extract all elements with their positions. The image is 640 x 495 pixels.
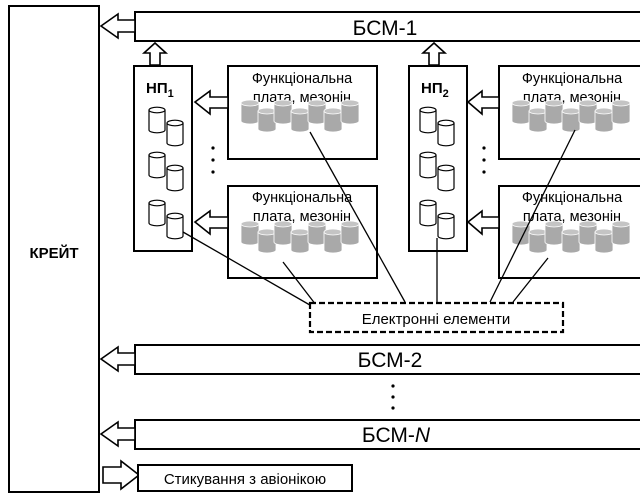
chip-icon bbox=[323, 228, 343, 254]
np1-chips bbox=[148, 106, 184, 240]
chip-icon bbox=[561, 107, 581, 133]
np2-chips bbox=[419, 106, 455, 240]
chip-icon bbox=[544, 99, 564, 125]
electronic-elements-box bbox=[308, 301, 565, 334]
chip-icon bbox=[273, 99, 293, 125]
functional-board-np2-top: Функціональна плата, мезонін bbox=[498, 65, 640, 160]
np1-board-dots bbox=[211, 146, 215, 174]
chip-icon bbox=[528, 228, 548, 254]
svg-text:плата, мезонін: плата, мезонін bbox=[253, 209, 351, 225]
chip-icon bbox=[323, 107, 343, 133]
chip-icon bbox=[544, 220, 564, 246]
bsm1-box bbox=[134, 11, 640, 42]
board-arrow-np1-top bbox=[193, 89, 229, 116]
board-arrow-np2-top bbox=[466, 89, 500, 116]
bsm1-label: БСМ-1 bbox=[353, 17, 418, 40]
bsmN-box bbox=[134, 419, 640, 450]
chip-icon bbox=[290, 228, 310, 254]
bsm2-arrow bbox=[99, 345, 136, 373]
chip-icon bbox=[340, 99, 360, 125]
chip-icon bbox=[240, 99, 260, 125]
svg-text:Функціональна: Функціональна bbox=[252, 190, 353, 206]
functional-board-np2-bottom: Функціональна плата, мезонін bbox=[498, 185, 640, 279]
crate-box bbox=[8, 5, 100, 493]
chip-icon bbox=[511, 99, 531, 125]
electronic-elements-label: Електронні елементи bbox=[362, 311, 511, 328]
chip-icon bbox=[307, 220, 327, 246]
chip-icon bbox=[340, 220, 360, 246]
functional-board-np1-top: Функціональна плата, мезонін bbox=[227, 65, 378, 160]
np1-label: НП1 bbox=[146, 80, 174, 100]
np2-up-arrow bbox=[420, 41, 448, 66]
chip-icon bbox=[511, 220, 531, 246]
chip-icon bbox=[257, 107, 277, 133]
svg-text:плата, мезонін: плата, мезонін bbox=[253, 90, 351, 106]
chip-icon bbox=[594, 107, 614, 133]
np2-board-dots bbox=[482, 146, 486, 174]
crate-label: КРЕЙТ bbox=[29, 244, 78, 262]
bsm-dots bbox=[391, 384, 395, 410]
bsm1-arrow bbox=[99, 12, 136, 40]
bsm2-label: БСМ-2 bbox=[358, 349, 423, 372]
np2-label: НП2 bbox=[421, 80, 449, 100]
np1-up-arrow bbox=[141, 41, 169, 66]
svg-text:плата, мезонін: плата, мезонін bbox=[523, 209, 621, 225]
chip-icon bbox=[273, 220, 293, 246]
chip-icon bbox=[594, 228, 614, 254]
chip-icon bbox=[578, 99, 598, 125]
chip-icon bbox=[578, 220, 598, 246]
avionics-box bbox=[137, 464, 353, 492]
board-arrow-np1-bottom bbox=[193, 209, 229, 236]
bsmN-label: БСМ-N bbox=[362, 424, 431, 447]
svg-text:Функціональна: Функціональна bbox=[522, 190, 623, 206]
chip-icon bbox=[528, 107, 548, 133]
svg-text:плата, мезонін: плата, мезонін bbox=[523, 90, 621, 106]
chip-icon bbox=[307, 99, 327, 125]
svg-text:Функціональна: Функціональна bbox=[252, 71, 353, 87]
chip-icon bbox=[290, 107, 310, 133]
avionics-arrow bbox=[102, 459, 141, 491]
chip-icon bbox=[611, 220, 631, 246]
chip-icon bbox=[257, 228, 277, 254]
chip-icon bbox=[611, 99, 631, 125]
element-connector-lines bbox=[182, 129, 576, 313]
board-arrow-np2-bottom bbox=[466, 209, 500, 236]
chip-icon bbox=[240, 220, 260, 246]
bsm2-box bbox=[134, 344, 640, 375]
svg-text:Функціональна: Функціональна bbox=[522, 71, 623, 87]
bsmN-arrow bbox=[99, 420, 136, 448]
avionics-label: Стикування з авіонікою bbox=[164, 471, 326, 488]
functional-board-np1-bottom: Функціональна плата, мезонін bbox=[227, 185, 378, 279]
chip-icon bbox=[561, 228, 581, 254]
